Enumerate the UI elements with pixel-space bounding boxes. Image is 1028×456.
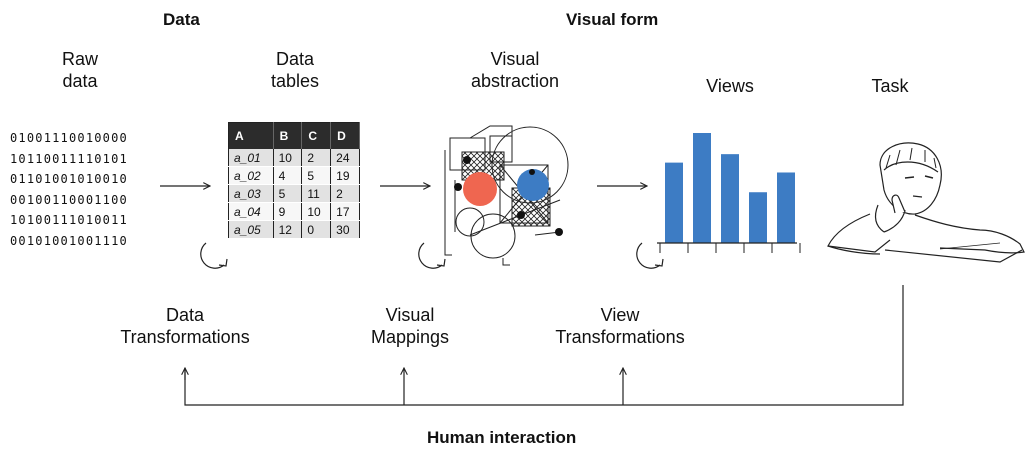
table-cell: 4 (273, 166, 303, 185)
table-column-header: C (301, 122, 332, 149)
visual-form-header: Visual form (566, 10, 659, 29)
binary-row: 00101001001110 (10, 233, 128, 248)
table-cell: 17 (330, 202, 360, 221)
table-row: a_05 12 0 30 (228, 220, 360, 239)
table-cell: 5 (273, 184, 303, 203)
table-cell: a_04 (228, 202, 274, 221)
table-cell: 12 (273, 220, 303, 239)
table-cell: a_03 (228, 184, 274, 203)
views-label: Views (706, 76, 754, 96)
binary-row: 00100110001100 (10, 192, 128, 207)
bar (721, 154, 739, 243)
person-thinking-illustration (827, 142, 1025, 263)
human-interaction-loop (185, 285, 904, 406)
table-cell: 19 (330, 166, 360, 185)
table-cell: a_05 (228, 220, 274, 239)
binary-row: 01001110010000 (10, 131, 128, 145)
table-row: a_04 9 10 17 (228, 202, 360, 221)
table-column-header: D (330, 122, 360, 149)
cycle-icon (636, 242, 664, 269)
binary-row: 01101001010010 (10, 172, 128, 186)
table-cell: 11 (301, 184, 332, 203)
binary-row: 10110011110101 (10, 151, 128, 166)
data-table: A B C D a_01 10 2 24 a_02 4 5 19 a_03 5 … (228, 122, 360, 239)
bar (749, 192, 767, 243)
table-cell: 2 (330, 184, 360, 203)
table-cell: 9 (273, 202, 303, 221)
data-header: Data (163, 10, 200, 29)
table-cell: 30 (330, 220, 360, 239)
table-row: a_02 4 5 19 (228, 166, 360, 185)
red-circle (463, 172, 497, 206)
table-column-header: A (228, 122, 274, 149)
table-cell: 24 (330, 149, 360, 167)
cycle-icon (418, 242, 446, 269)
table-column-header: B (273, 122, 303, 149)
visual-abstraction-graphic (444, 125, 569, 266)
table-cell: a_01 (228, 149, 274, 167)
bar (665, 162, 683, 243)
cycle-icon (200, 242, 228, 269)
human-interaction-header: Human interaction (427, 428, 577, 447)
bar (693, 133, 711, 243)
table-cell: 0 (301, 220, 332, 239)
binary-row: 10100111010011 (10, 213, 128, 227)
bar (777, 172, 795, 243)
table-header-row: A B C D (228, 122, 360, 149)
table-row: a_01 10 2 24 (228, 149, 360, 167)
views-bar-chart (657, 133, 801, 253)
table-cell: 2 (301, 149, 332, 167)
raw-binary-data: 01001110010000 10110011110101 0110100101… (10, 128, 128, 251)
table-cell: 5 (301, 166, 332, 185)
table-row: a_03 5 11 2 (228, 184, 360, 203)
blue-circle (517, 169, 549, 201)
table-cell: 10 (273, 149, 303, 167)
task-label: Task (871, 76, 909, 96)
table-cell: 10 (301, 202, 332, 221)
table-cell: a_02 (228, 166, 274, 185)
